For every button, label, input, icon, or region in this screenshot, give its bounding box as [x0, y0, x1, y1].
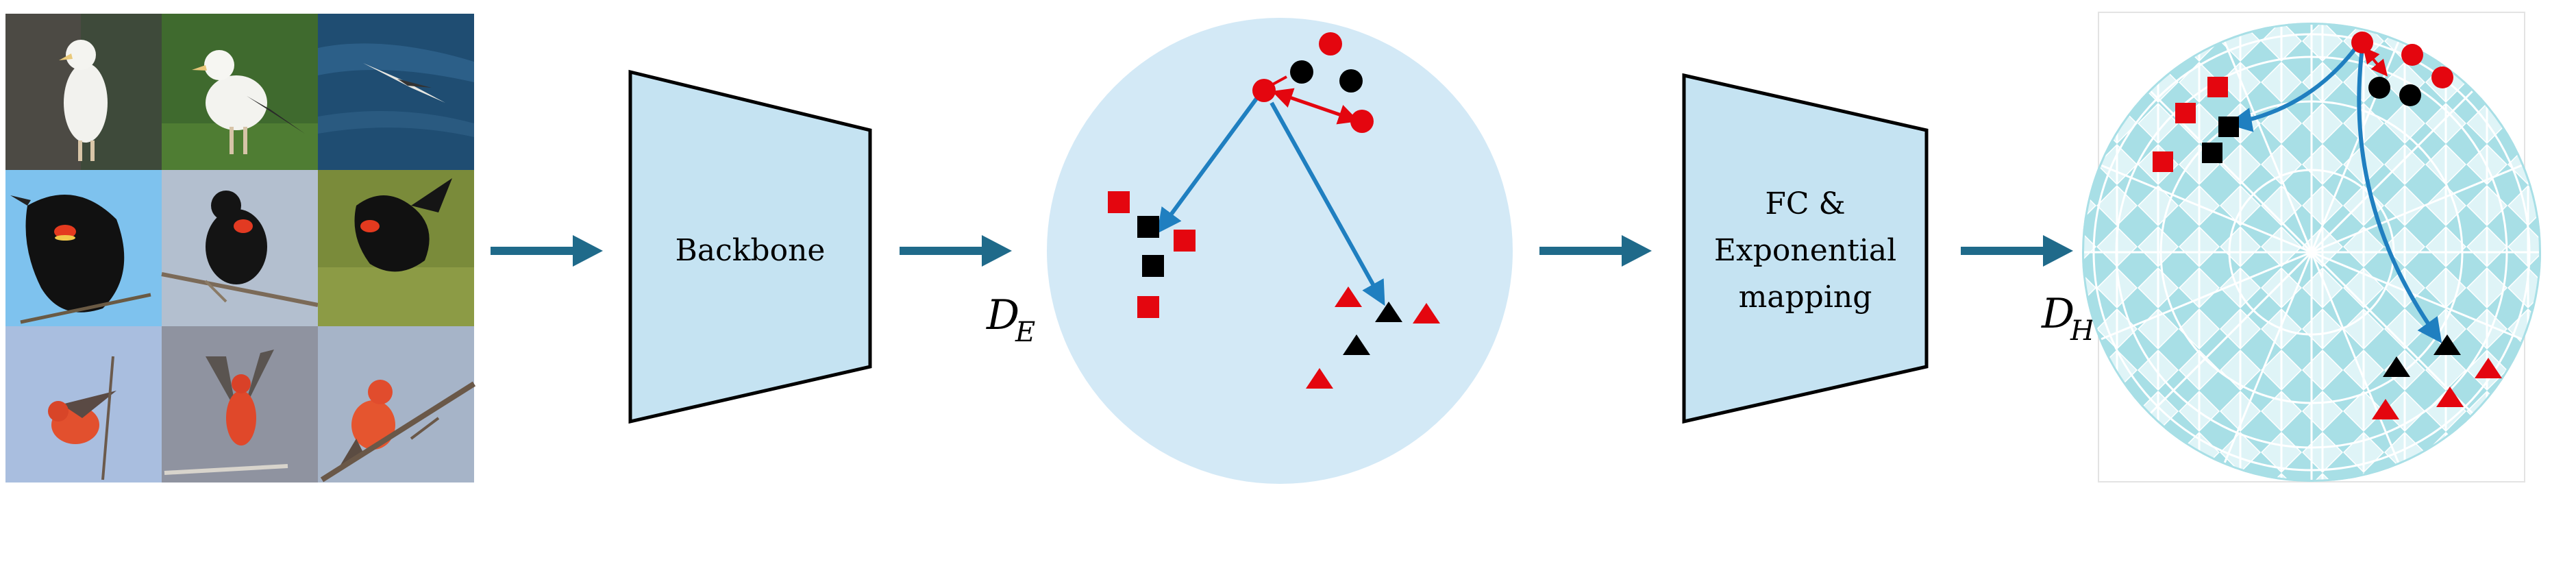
backbone-label: Backbone — [676, 233, 826, 268]
red-circle — [2431, 66, 2453, 88]
black-circle — [1339, 69, 1363, 93]
bird-image-grid — [5, 14, 474, 482]
flow-arrow-4 — [1961, 235, 2073, 267]
black-square — [1137, 216, 1159, 238]
dh-sub: H — [2070, 315, 2095, 347]
red-square — [2207, 77, 2228, 97]
image-tile-flycatcher-1 — [5, 326, 162, 482]
image-tile-flycatcher-2 — [162, 326, 318, 482]
red-circle — [2401, 44, 2423, 66]
de-main: D — [986, 291, 1019, 339]
flow-arrow-3 — [1539, 235, 1652, 267]
black-square — [1142, 255, 1164, 277]
euclidean-space-label: D E — [986, 291, 1035, 348]
image-tile-albatross-2 — [162, 14, 318, 170]
fc-exp-mapping-block: FC & Exponential mapping — [1684, 75, 1927, 422]
fc-label: FC & — [1765, 186, 1845, 221]
red-circle-anchor — [2351, 32, 2373, 53]
hyperbolic-embedding-disk — [2082, 12, 2541, 482]
image-tile-blackbird-2 — [162, 170, 318, 326]
image-tile-flycatcher-3 — [318, 326, 474, 482]
black-square — [2202, 143, 2222, 163]
exponential-label: Exponential — [1714, 233, 1896, 268]
red-square — [2175, 103, 2196, 123]
red-square — [1137, 296, 1159, 318]
image-tile-albatross-3 — [318, 14, 474, 170]
black-circle — [2368, 77, 2390, 99]
image-tile-blackbird-1 — [5, 170, 162, 326]
black-circle — [2399, 84, 2421, 106]
dh-main: D — [2041, 290, 2075, 338]
de-sub: E — [1015, 317, 1035, 348]
flow-arrow-1 — [491, 235, 603, 267]
image-tile-albatross-1 — [5, 14, 162, 170]
black-square — [2218, 117, 2239, 137]
red-circle — [1350, 110, 1374, 133]
mapping-label: mapping — [1739, 280, 1872, 315]
black-circle — [1290, 60, 1313, 84]
red-square — [2153, 151, 2173, 172]
red-square — [1108, 191, 1130, 213]
image-tile-blackbird-3 — [318, 170, 474, 326]
backbone-block: Backbone — [630, 72, 870, 422]
flow-arrow-2 — [900, 235, 1012, 267]
red-circle — [1319, 32, 1342, 56]
red-square — [1174, 230, 1196, 252]
red-circle-anchor — [1252, 79, 1276, 102]
euclidean-embedding-disk — [1047, 18, 1513, 484]
